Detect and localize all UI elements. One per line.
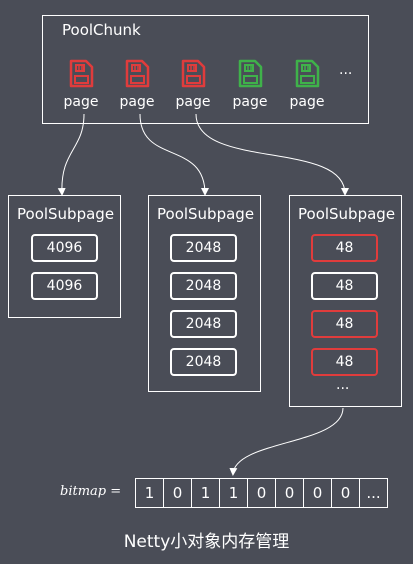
pool-subpage-box-1 bbox=[8, 195, 121, 318]
subpage-2-element: 2048 bbox=[170, 310, 237, 338]
bitmap-label: bitmap = bbox=[60, 484, 122, 499]
pool-subpage-box-3 bbox=[289, 195, 402, 407]
pool-subpage-title-3: PoolSubpage bbox=[298, 205, 396, 223]
subpage-3-more-ellipsis: ... bbox=[336, 377, 350, 393]
bitmap-bit: 0 bbox=[164, 479, 192, 507]
subpage-1-element: 4096 bbox=[31, 234, 98, 262]
page-icon bbox=[294, 59, 320, 89]
page-label: page bbox=[289, 94, 325, 110]
diagram-caption: Netty小对象内存管理 bbox=[123, 532, 290, 552]
pool-subpage-box-2 bbox=[148, 195, 261, 392]
pool-chunk-title: PoolChunk bbox=[62, 21, 141, 39]
subpage-2-element: 2048 bbox=[170, 272, 237, 300]
bitmap-bit: 0 bbox=[304, 479, 332, 507]
pool-subpage-title-2: PoolSubpage bbox=[157, 205, 255, 223]
page-label: page bbox=[175, 94, 211, 110]
subpage-2-element: 2048 bbox=[170, 234, 237, 262]
bitmap-bit: ... bbox=[366, 484, 381, 502]
pool-subpage-title-1: PoolSubpage bbox=[17, 205, 115, 223]
subpage-3-element: 48 bbox=[311, 310, 378, 338]
bitmap-bit: 0 bbox=[276, 479, 304, 507]
subpage-1-element: 4096 bbox=[31, 272, 98, 300]
page-icon bbox=[68, 59, 94, 89]
arrow-page1-to-subpage1 bbox=[57, 113, 85, 196]
bitmap-bit: 0 bbox=[332, 479, 360, 507]
page-icon bbox=[124, 59, 150, 89]
subpage-3-element: 48 bbox=[311, 234, 378, 262]
pool-chunk-box bbox=[42, 15, 369, 124]
bitmap-bit: 1 bbox=[136, 479, 164, 507]
subpage-2-element: 2048 bbox=[170, 348, 237, 376]
bitmap-bit: 1 bbox=[220, 479, 248, 507]
arrow-page3-to-subpage3 bbox=[195, 113, 349, 196]
subpage-3-element: 48 bbox=[311, 348, 378, 376]
subpage-3-element: 48 bbox=[311, 272, 378, 300]
bitmap-bit: 1 bbox=[192, 479, 220, 507]
page-icon bbox=[180, 59, 206, 89]
page-label: page bbox=[63, 94, 99, 110]
chunk-more-ellipsis: ... bbox=[339, 62, 353, 78]
page-icon bbox=[237, 59, 263, 89]
bitmap-bit: 0 bbox=[248, 479, 276, 507]
arrow-page2-to-subpage2 bbox=[139, 113, 209, 196]
arrow-subpage3-to-bitmap bbox=[229, 407, 344, 476]
page-label: page bbox=[119, 94, 155, 110]
page-label: page bbox=[232, 94, 268, 110]
